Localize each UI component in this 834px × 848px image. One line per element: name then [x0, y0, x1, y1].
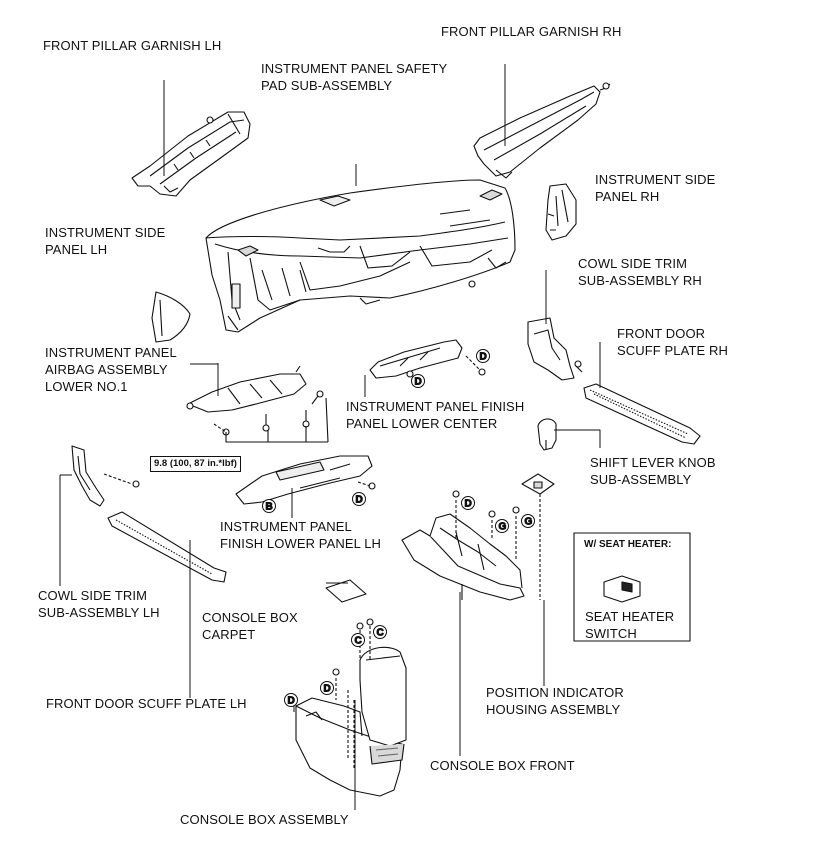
- clip-letter-g: G: [499, 522, 507, 533]
- front-pillar-garnish-rh-part: [473, 82, 611, 179]
- clip-letter-c: C: [377, 628, 384, 639]
- seat-heater-box-title: W/ SEAT HEATER:: [584, 539, 672, 550]
- clip-marker-g: [495, 519, 509, 533]
- clip-letter-d: D: [415, 377, 422, 388]
- label-shift-knob-line1: SHIFT LEVER KNOB: [590, 455, 716, 470]
- clip-marker-c: [373, 625, 387, 639]
- label-front-pillar-garnish-lh: FRONT PILLAR GARNISH LH: [43, 38, 222, 53]
- front-door-scuff-plate-lh-part: [107, 511, 227, 583]
- label-scuff-lh: FRONT DOOR SCUFF PLATE LH: [46, 696, 247, 711]
- clip-letter-d: D: [356, 495, 363, 506]
- label-shift-knob-line2: SUB-ASSEMBLY: [590, 472, 692, 487]
- label-airbag-line1: INSTRUMENT PANEL: [45, 345, 177, 360]
- shift-lever-knob-part: [537, 418, 557, 451]
- label-cowl-rh-line1: COWL SIDE TRIM: [578, 256, 688, 271]
- clip-marker-g: [521, 514, 535, 528]
- label-console-box: CONSOLE BOX ASSEMBLY: [180, 812, 349, 827]
- label-side-panel-lh-line2: PANEL LH: [45, 242, 108, 257]
- clip-marker-c: [351, 633, 365, 647]
- clip-marker-d: [320, 681, 334, 695]
- label-carpet-line1: CONSOLE BOX: [202, 610, 298, 625]
- instrument-side-panel-rh-part: [545, 183, 577, 241]
- console-box-front-part: [401, 490, 525, 601]
- cowl-side-trim-lh-part: [71, 445, 140, 507]
- label-scuff-rh-line1: FRONT DOOR: [617, 326, 706, 341]
- torque-spec: 9.8 (100, 87 in.*lbf): [150, 456, 241, 472]
- label-side-panel-lh-line1: INSTRUMENT SIDE: [45, 225, 166, 240]
- clip-letter-markers: D D B D D G G C C D D: [262, 349, 535, 707]
- label-cowl-lh-line1: COWL SIDE TRIM: [38, 588, 148, 603]
- label-airbag-line2: AIRBAG ASSEMBLY: [45, 362, 168, 377]
- label-carpet-line2: CARPET: [202, 627, 256, 642]
- clip-letter-d: D: [480, 352, 487, 363]
- label-side-panel-rh-line1: INSTRUMENT SIDE: [595, 172, 716, 187]
- label-seat-heater-line2: SWITCH: [585, 626, 637, 641]
- label-cowl-lh-line2: SUB-ASSEMBLY LH: [38, 605, 160, 620]
- label-finish-lh-line1: INSTRUMENT PANEL: [220, 519, 352, 534]
- airbag-assembly-lower-part: [186, 365, 329, 443]
- instrument-side-panel-lh-part: [151, 291, 191, 343]
- label-side-panel-rh-line2: PANEL RH: [595, 189, 660, 204]
- clip-marker-d: [461, 496, 475, 510]
- clip-marker-d: [411, 374, 425, 388]
- label-position-line2: HOUSING ASSEMBLY: [486, 702, 621, 717]
- label-finish-center-line2: PANEL LOWER CENTER: [346, 416, 498, 431]
- clip-letter-b: B: [266, 502, 273, 513]
- front-door-scuff-plate-rh-part: [583, 383, 701, 445]
- clip-marker-d: [284, 693, 298, 707]
- label-scuff-rh-line2: SCUFF PLATE RH: [617, 343, 728, 358]
- clip-letter-d: D: [324, 684, 331, 695]
- console-box-assembly-part: [295, 618, 407, 797]
- clip-marker-d: [476, 349, 490, 363]
- finish-panel-lower-center-part: [369, 339, 486, 379]
- seat-heater-box: [573, 532, 691, 642]
- label-seat-heater-line1: SEAT HEATER: [585, 609, 675, 624]
- label-console-front: CONSOLE BOX FRONT: [430, 758, 575, 773]
- label-finish-lh-line2: FINISH LOWER PANEL LH: [220, 536, 382, 551]
- clip-marker-b: [262, 499, 276, 513]
- label-airbag-line3: LOWER NO.1: [45, 379, 128, 394]
- label-cowl-rh-line2: SUB-ASSEMBLY RH: [578, 273, 702, 288]
- clip-letter-g: G: [525, 517, 533, 528]
- clip-marker-d: [352, 492, 366, 506]
- label-finish-center-line1: INSTRUMENT PANEL FINISH: [346, 399, 525, 414]
- instrument-panel-safety-pad-part: [205, 179, 516, 333]
- position-indicator-housing-part: [521, 473, 555, 600]
- clip-letter-c: C: [355, 636, 362, 647]
- front-pillar-garnish-lh-part: [131, 111, 251, 197]
- label-safety-pad-line1: INSTRUMENT PANEL SAFETY: [261, 61, 448, 76]
- clip-letter-d: D: [288, 696, 295, 707]
- cowl-side-trim-rh-part: [527, 317, 583, 381]
- label-safety-pad-line2: PAD SUB-ASSEMBLY: [261, 78, 393, 93]
- label-position-line1: POSITION INDICATOR: [486, 685, 624, 700]
- label-front-pillar-garnish-rh: FRONT PILLAR GARNISH RH: [441, 24, 622, 39]
- clip-letter-d: D: [465, 499, 472, 510]
